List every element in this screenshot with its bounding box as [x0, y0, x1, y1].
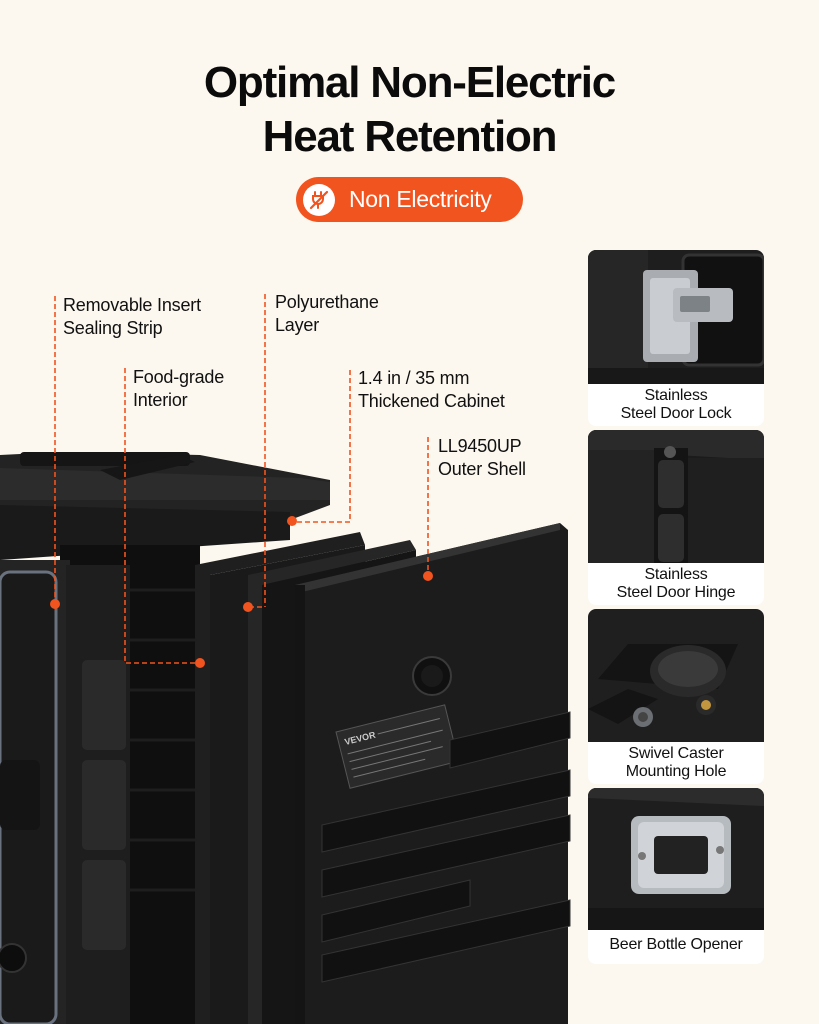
callout-polyurethane-layer: Polyurethane Layer — [275, 292, 379, 335]
bottle-opener-image — [588, 788, 764, 930]
callout-thickened-cabinet: 1.4 in / 35 mm Thickened Cabinet — [358, 368, 505, 411]
feature-card-caster-hole: Swivel Caster Mounting Hole — [588, 609, 764, 784]
feature-card-door-lock: Stainless Steel Door Lock — [588, 250, 764, 426]
door-hinge-image — [588, 430, 764, 563]
door-lock-image — [588, 250, 764, 384]
feature-card-bottle-opener: Beer Bottle Opener — [588, 788, 764, 964]
title-line-1: Optimal Non-Electric — [203, 58, 616, 107]
callout-food-grade-interior: Food-grade Interior — [133, 367, 225, 410]
food-carrier-illustration: VEVOR — [0, 452, 571, 1024]
badge-label: Non Electricity — [349, 186, 492, 212]
sealing-strip-marker — [50, 599, 60, 609]
non-electricity-badge: Non Electricity — [296, 177, 523, 222]
feature-card-door-hinge: Stainless Steel Door Hinge — [588, 430, 764, 605]
title-line-2: Heat Retention — [262, 112, 558, 161]
callout-sealing-strip: Removable Insert Sealing Strip — [63, 295, 201, 338]
polyurethane-marker — [243, 602, 253, 612]
page-title: Optimal Non-Electric Heat Retention — [0, 56, 819, 164]
food-grade-marker — [195, 658, 205, 668]
no-plug-icon — [303, 183, 335, 216]
caster-hole-image — [588, 609, 764, 742]
outer-shell-marker — [423, 571, 433, 581]
callout-outer-shell: LL9450UP Outer Shell — [438, 436, 526, 479]
thickened-cabinet-marker — [287, 516, 297, 526]
